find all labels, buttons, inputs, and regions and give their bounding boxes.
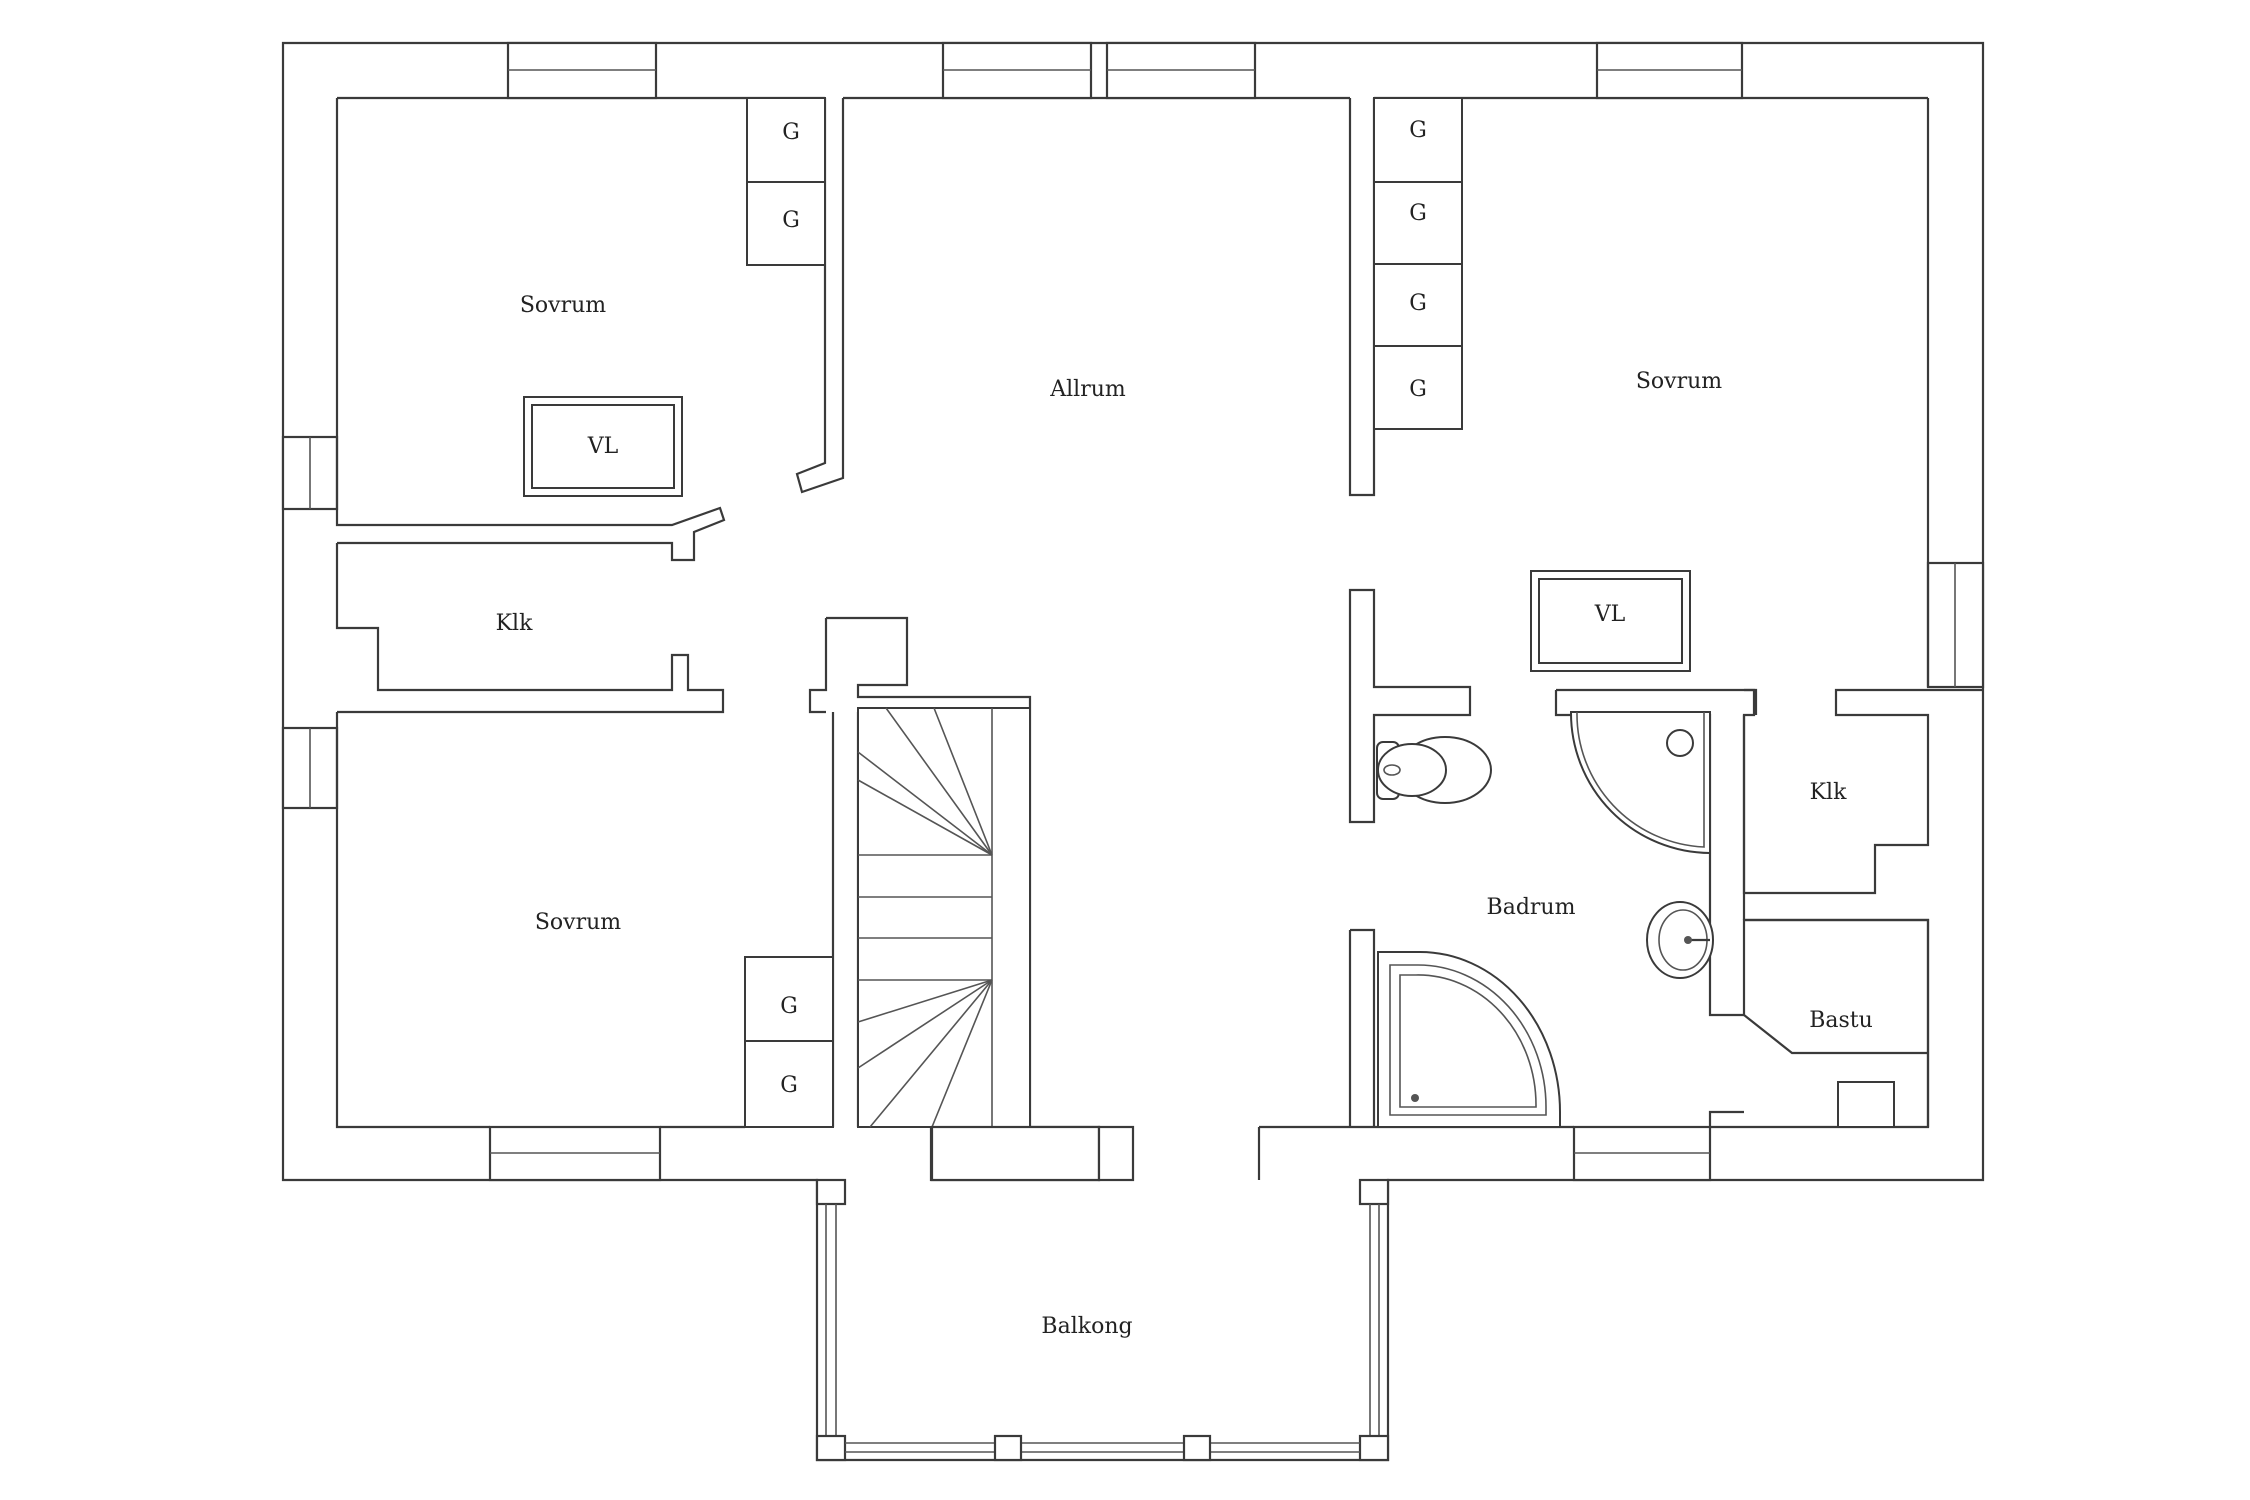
bedroom-partition-bottom [831,712,860,1127]
exterior-wall [281,41,1985,1462]
fixture-label-vl-left: VL [587,434,619,459]
room-label-balkong: Balkong [1041,1314,1132,1339]
fixture-label-vl-right: VL [1594,602,1626,627]
wardrobe-label: G [1409,377,1427,402]
room-label-badrum: Badrum [1487,895,1576,920]
wardrobes-bottom-left [744,956,834,1128]
wardrobe-label: G [780,994,798,1019]
room-label-allrum: Allrum [1049,377,1126,402]
wardrobes-top-right [1373,97,1463,430]
wardrobe-label: G [1409,201,1427,226]
room-label-sovrum-bottom-left: Sovrum [535,910,621,935]
sink [1646,901,1714,979]
room-label-bastu: Bastu [1809,1008,1873,1033]
right-bedroom-partition [1348,98,1376,497]
staircase [857,707,1031,1128]
toilet [1376,736,1492,804]
column-bottom [1097,1125,1135,1182]
klk-left-walls [335,543,725,714]
wardrobe-label: G [780,1073,798,1098]
bath-left-wall [1348,928,1376,1127]
balcony [815,1178,1390,1462]
bedroom-partition-top [795,98,845,494]
room-label-klk-left: Klk [496,611,533,636]
bathtub [1377,951,1561,1128]
wardrobe-label: G [782,208,800,233]
klk-right-walls [1742,688,1983,895]
wardrobe-label: G [782,120,800,145]
room-label-sovrum-top-left: Sovrum [520,293,606,318]
sovrum-bottom-left-walls [335,712,490,1129]
shower-corner [1569,711,1711,855]
chimney-column [808,616,1032,1127]
bastu-heater [1837,1081,1895,1128]
stair-bottom-wall [930,1125,1101,1182]
wardrobes-top-left [746,97,826,266]
sovrum-top-left-walls [335,98,726,562]
room-label-sovrum-top-right: Sovrum [1636,369,1722,394]
wc-walls [1348,588,1472,824]
wardrobe-label: G [1409,118,1427,143]
vl-unit-right [1530,570,1691,672]
wardrobe-label: G [1409,291,1427,316]
vl-unit-left [523,396,683,497]
windows [281,41,1985,1182]
room-label-klk-right: Klk [1810,780,1847,805]
bastu-walls [1743,918,1930,1127]
